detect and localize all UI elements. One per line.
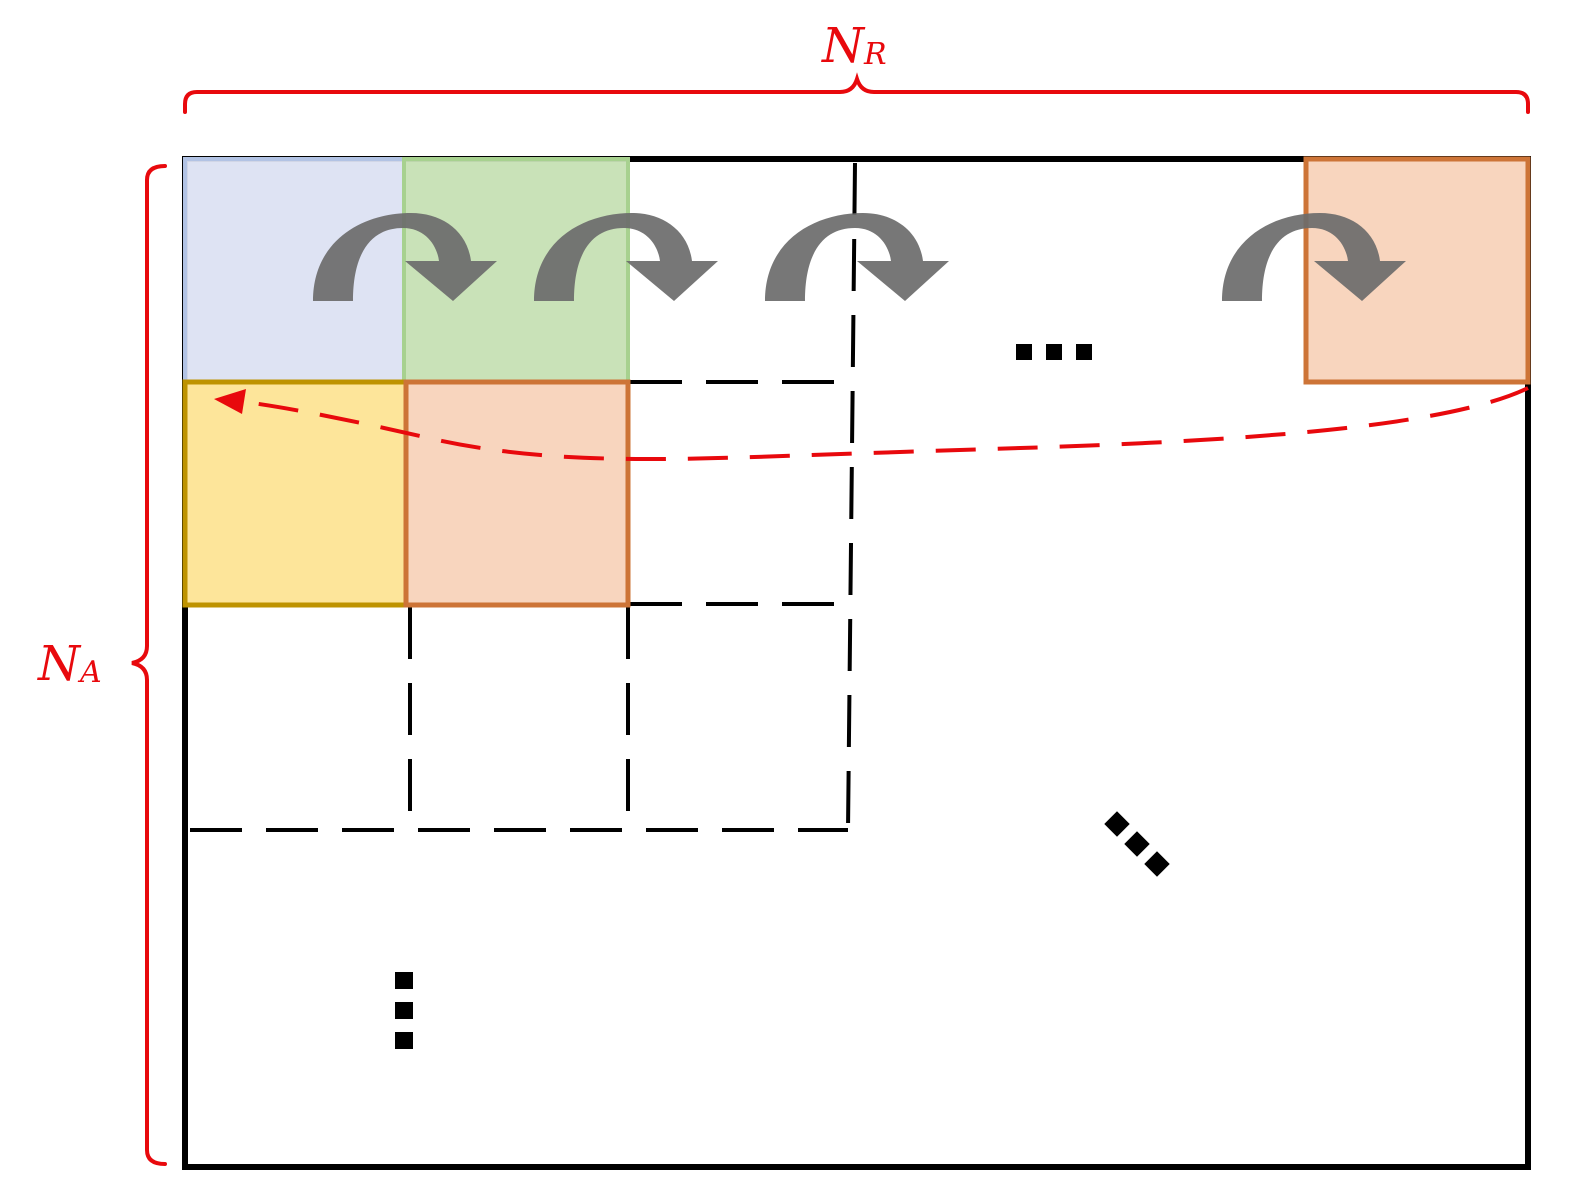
row-return-dashed-path	[244, 386, 1529, 462]
diagonal-ellipsis-icon	[1104, 811, 1170, 877]
height-label: NA	[37, 636, 102, 692]
curved-shift-arrow-icon	[313, 213, 497, 301]
orange-window-block-second-row	[403, 379, 631, 608]
curved-shift-arrow-icon	[765, 213, 949, 301]
curved-shift-arrow-icon	[1222, 213, 1406, 301]
row-return-arrowhead-icon	[214, 389, 246, 414]
blue-window-block	[183, 157, 406, 384]
yellow-window-block	[182, 379, 409, 608]
height-brace	[131, 164, 167, 1166]
curved-shift-arrow-icon	[534, 213, 718, 301]
horizontal-ellipsis-icon	[1016, 344, 1092, 360]
dashed-grid	[190, 162, 857, 832]
shift-arrows	[313, 213, 1406, 301]
width-label: NR	[821, 18, 887, 74]
dashed-vertical-line-right	[846, 162, 857, 831]
matrix-frame	[182, 156, 1531, 1170]
width-brace	[183, 72, 1530, 114]
vertical-ellipsis-icon	[395, 972, 413, 1049]
